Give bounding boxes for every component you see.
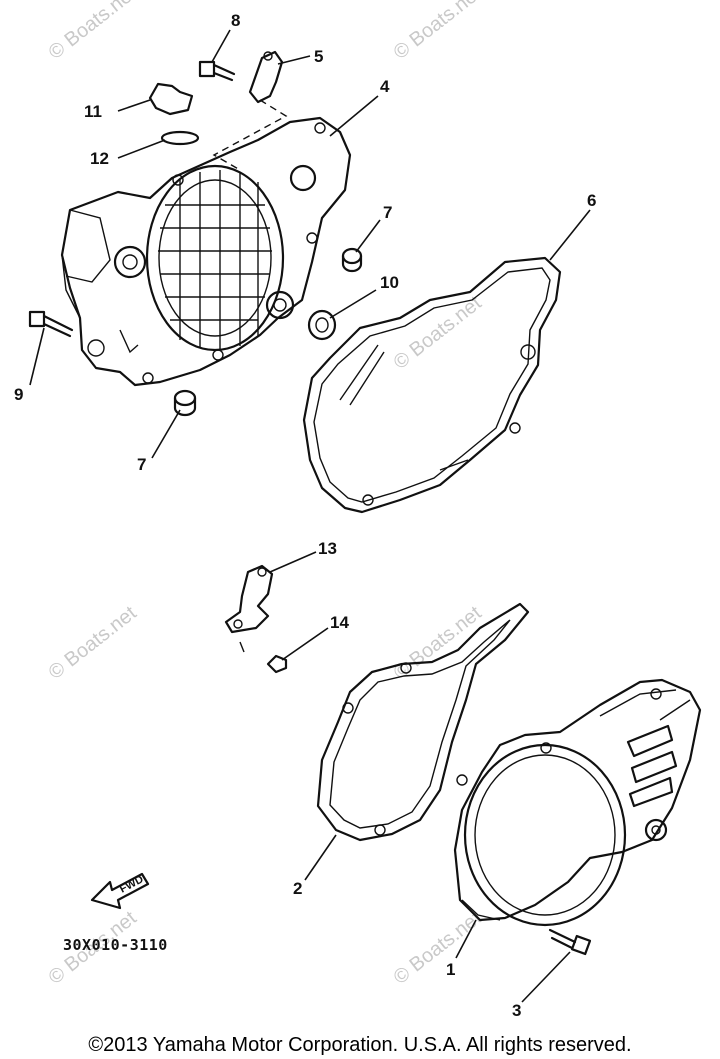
callout-7-top: 7 xyxy=(383,203,392,222)
part-6-gasket xyxy=(302,256,562,514)
callout-9: 9 xyxy=(14,385,23,404)
part-14-bolt xyxy=(266,654,288,674)
callout-6: 6 xyxy=(587,191,596,210)
part-7-dowel xyxy=(341,247,363,273)
part-5-bracket xyxy=(248,50,284,104)
callout-7-bottom: 7 xyxy=(137,455,146,474)
fwd-arrow: FWD xyxy=(90,872,150,910)
callout-12: 12 xyxy=(90,149,109,168)
watermark: © Boats.net xyxy=(45,602,141,684)
callout-10: 10 xyxy=(380,273,399,292)
callout-11: 11 xyxy=(84,102,102,121)
part-4-crankcase-cover xyxy=(60,116,352,387)
watermark: © Boats.net xyxy=(390,292,486,374)
watermark: © Boats.net xyxy=(45,0,141,64)
callout-3: 3 xyxy=(512,1001,521,1020)
callout-2: 2 xyxy=(293,879,302,898)
watermark: © Boats.net xyxy=(390,907,486,989)
part-8-bolt xyxy=(198,60,236,82)
leader-lines xyxy=(29,29,591,1003)
callout-1: 1 xyxy=(446,960,455,979)
part-3-bolt xyxy=(548,928,592,956)
part-2-gasket xyxy=(316,602,530,842)
part-10-oil-seal xyxy=(307,309,337,341)
dashed-guide xyxy=(212,99,288,171)
callout-8: 8 xyxy=(231,11,240,30)
part-9-bolt xyxy=(28,310,74,338)
watermark: © Boats.net xyxy=(390,0,486,64)
part-11-plug xyxy=(148,82,194,116)
part-12-o-ring xyxy=(160,130,200,146)
parts-diagram: © Boats.net © Boats.net © Boats.net © Bo… xyxy=(14,0,702,1020)
callout-4: 4 xyxy=(380,77,390,96)
callout-13: 13 xyxy=(318,539,337,558)
watermarks: © Boats.net © Boats.net © Boats.net © Bo… xyxy=(45,0,486,989)
callout-labels: 8 5 4 11 12 7 6 10 9 7 13 14 2 1 3 xyxy=(14,11,596,1020)
drawing-code: 30X010-3110 xyxy=(63,936,168,954)
part-1-crankcase-cover xyxy=(453,678,702,927)
copyright-notice: ©2013 Yamaha Motor Corporation. U.S.A. A… xyxy=(88,1034,632,1056)
part-13-bracket xyxy=(224,564,274,653)
callout-5: 5 xyxy=(314,47,323,66)
part-7-dowel xyxy=(173,389,197,417)
callout-14: 14 xyxy=(330,613,349,632)
